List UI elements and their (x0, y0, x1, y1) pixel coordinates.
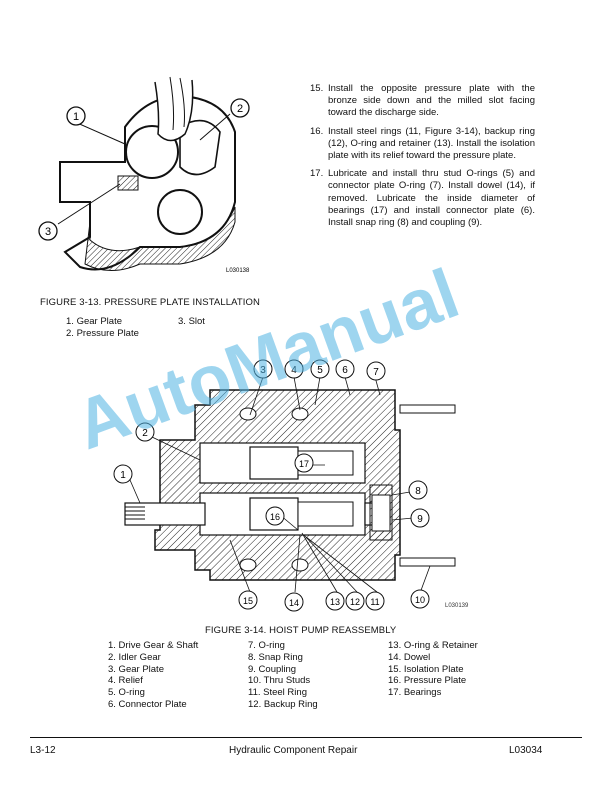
fig14-callout-11: 11 (365, 591, 385, 611)
fig14-legend-item: 4. Relief (108, 675, 143, 687)
fig14-callout-14: 14 (284, 592, 304, 612)
hoist-pump-reassembly-figure: 3 4 5 6 7 2 1 8 9 17 16 10 15 14 13 12 1… (113, 359, 469, 612)
fig14-callout-9: 9 (410, 508, 430, 528)
svg-text:10: 10 (415, 595, 425, 605)
svg-text:4: 4 (291, 365, 297, 376)
footer-section-title: Hydraulic Component Repair (229, 745, 358, 756)
svg-text:15: 15 (243, 596, 253, 606)
footer-page-number: L3-12 (30, 745, 56, 756)
figure-14-caption: FIGURE 3-14. HOIST PUMP REASSEMBLY (205, 625, 397, 636)
fig14-legend-item: 10. Thru Studs (248, 675, 311, 687)
procedure-steps: 15.Install the opposite pressure plate w… (310, 83, 535, 235)
fig14-legend-item: 9. Coupling (248, 663, 297, 675)
svg-text:6: 6 (342, 365, 348, 376)
svg-text:11: 11 (370, 597, 379, 607)
fig14-legend-item: 3. Gear Plate (108, 663, 164, 675)
fig13-legend-item: 2. Pressure Plate (66, 328, 139, 339)
fig14-legend-item: 16. Pressure Plate (388, 675, 467, 687)
svg-text:14: 14 (289, 598, 299, 608)
fig13-callout-3: 3 (38, 221, 58, 241)
fig14-callout-12: 12 (345, 591, 365, 611)
fig14-legend-item: 17. Bearings (388, 687, 442, 699)
fig14-callout-6: 6 (335, 359, 355, 379)
fig14-legend-item: 15. Isolation Plate (388, 663, 464, 675)
fig14-legend-item: 13. O-ring & Retainer (388, 640, 478, 651)
figure-13-caption: FIGURE 3-13. PRESSURE PLATE INSTALLATION (40, 297, 260, 308)
pressure-plate-installation-figure: 1 2 3 L030138 (38, 76, 250, 274)
fig14-legend-col2: 7. O-ring 8. Snap Ring 9. Coupling 10. T… (248, 640, 318, 711)
procedure-step: 17.Lubricate and install thru stud O-rin… (310, 168, 535, 229)
footer-divider (30, 737, 582, 738)
fig14-callout-10: 10 (410, 589, 430, 609)
fig14-legend-item: 5. O-ring (108, 687, 145, 699)
fig14-legend-item: 1. Drive Gear & Shaft (108, 640, 199, 651)
svg-text:5: 5 (317, 365, 323, 376)
fig14-callout-17: 17 (294, 453, 314, 473)
fig14-legend-item: 11. Steel Ring (248, 687, 307, 699)
footer-doc-id: L03034 (509, 745, 543, 756)
svg-text:17: 17 (299, 459, 309, 469)
procedure-step: 15.Install the opposite pressure plate w… (310, 83, 535, 119)
fig13-image-id: L030138 (226, 268, 250, 274)
procedure-step: 16.Install steel rings (11, Figure 3-14)… (310, 125, 535, 162)
fig14-legend-col1: 1. Drive Gear & Shaft 2. Idler Gear 3. G… (108, 640, 198, 711)
svg-text:8: 8 (415, 486, 421, 497)
svg-text:3: 3 (45, 226, 51, 238)
fig13-callout-2: 2 (230, 98, 250, 118)
fig13-callout-1: 1 (66, 106, 86, 126)
fig14-callout-3: 3 (253, 359, 273, 379)
fig14-legend-item: 12. Backup Ring (248, 698, 318, 710)
svg-text:12: 12 (350, 597, 360, 607)
fig14-callout-1: 1 (113, 464, 133, 484)
fig14-callout-15: 15 (238, 590, 258, 610)
fig14-callout-13: 13 (325, 591, 345, 611)
svg-text:2: 2 (237, 103, 243, 115)
fig14-legend-item: 8. Snap Ring (248, 651, 303, 663)
fig14-callout-8: 8 (408, 480, 428, 500)
svg-text:7: 7 (373, 367, 379, 378)
fig14-callout-4: 4 (284, 359, 304, 379)
fig14-image-id: L030139 (445, 603, 469, 609)
fig14-callout-5: 5 (310, 359, 330, 379)
fig14-callout-16: 16 (265, 506, 285, 526)
svg-text:3: 3 (260, 365, 266, 376)
fig14-legend-item: 2. Idler Gear (108, 651, 161, 663)
svg-text:2: 2 (142, 428, 148, 439)
fig14-legend-col3: 13. O-ring & Retainer 14. Dowel 15. Isol… (388, 640, 478, 699)
fig13-legend-item: 1. Gear Plate (66, 316, 122, 327)
svg-text:1: 1 (73, 111, 79, 123)
fig13-legend-item: 3. Slot (178, 316, 205, 327)
svg-text:1: 1 (120, 470, 126, 481)
svg-text:13: 13 (330, 597, 340, 607)
fig14-legend-item: 6. Connector Plate (108, 698, 187, 710)
fig14-legend-item: 7. O-ring (248, 640, 285, 651)
svg-text:16: 16 (270, 512, 280, 522)
fig14-callout-7: 7 (366, 361, 386, 381)
fig14-callout-2: 2 (135, 422, 155, 442)
fig14-legend-item: 14. Dowel (388, 651, 431, 663)
svg-text:9: 9 (417, 514, 423, 525)
